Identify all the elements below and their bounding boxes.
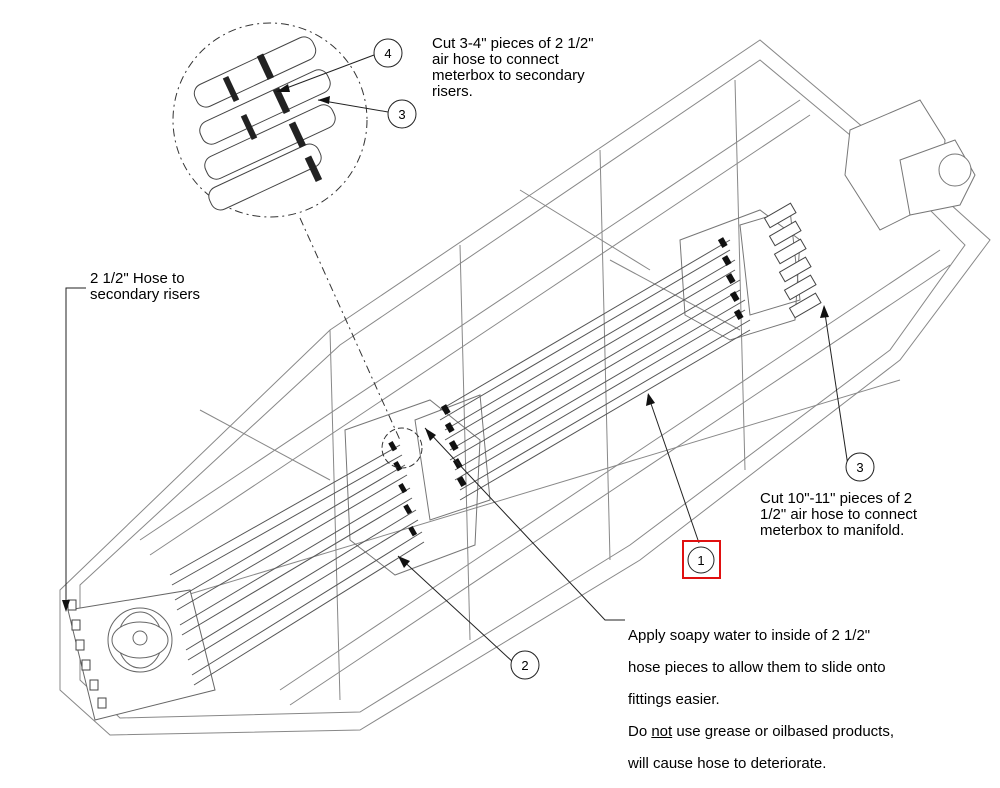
assembly-drawing: 4 3 3 1 2 <box>59 22 991 736</box>
detail-view <box>172 22 368 218</box>
motor-housing <box>844 99 976 231</box>
callout-3-detail: 3 <box>387 99 417 129</box>
note-soapy-water: Apply soapy water to inside of 2 1/2" ho… <box>628 612 968 788</box>
meterbox <box>344 394 491 576</box>
long-hose-clamps <box>440 237 744 487</box>
note-cut-short-pieces: Cut 3-4" pieces of 2 1/2" air hose to co… <box>432 35 594 100</box>
soapy-line-1: Apply soapy water to inside of 2 1/2" <box>628 627 871 644</box>
arrowheads <box>62 84 829 612</box>
warn-do: Do <box>628 723 652 740</box>
warning-line-2: will cause hose to deteriorate. <box>628 755 827 772</box>
note-hose-secondary-risers: 2 1/2" Hose to secondary risers <box>90 271 290 303</box>
note-cut-long-pieces: Cut 10"-11" pieces of 2 1/2" air hose to… <box>760 491 990 539</box>
svg-text:2: 2 <box>521 658 528 673</box>
callout-4: 4 <box>373 38 403 68</box>
soapy-line-3: fittings easier. <box>628 691 720 708</box>
svg-text:4: 4 <box>384 46 391 61</box>
callout-3-manifold: 3 <box>845 452 875 482</box>
warning-line-1: Do not use grease or oilbased products, <box>628 724 968 740</box>
leader-lines <box>65 54 849 664</box>
soapy-line-2: hose pieces to allow them to slide onto <box>628 659 886 676</box>
long-hoses <box>439 239 751 501</box>
secondary-riser-hoses <box>169 444 425 686</box>
short-hose-stubs <box>763 202 822 319</box>
warn-not-underlined: not <box>651 723 673 740</box>
secondary-hose-clamps <box>388 441 418 537</box>
front-manifold <box>67 589 216 721</box>
detail-view-link <box>299 217 401 441</box>
riser-outlets <box>67 599 107 709</box>
warn-rest: use grease or oilbased products, <box>672 723 895 740</box>
callout-1[interactable]: 1 <box>682 540 721 579</box>
svg-text:3: 3 <box>856 460 863 475</box>
callout-2: 2 <box>510 650 540 680</box>
svg-text:3: 3 <box>398 107 405 122</box>
selection-highlight <box>682 540 721 579</box>
svg-text:1: 1 <box>697 553 704 568</box>
detail-origin-marker <box>381 427 423 469</box>
